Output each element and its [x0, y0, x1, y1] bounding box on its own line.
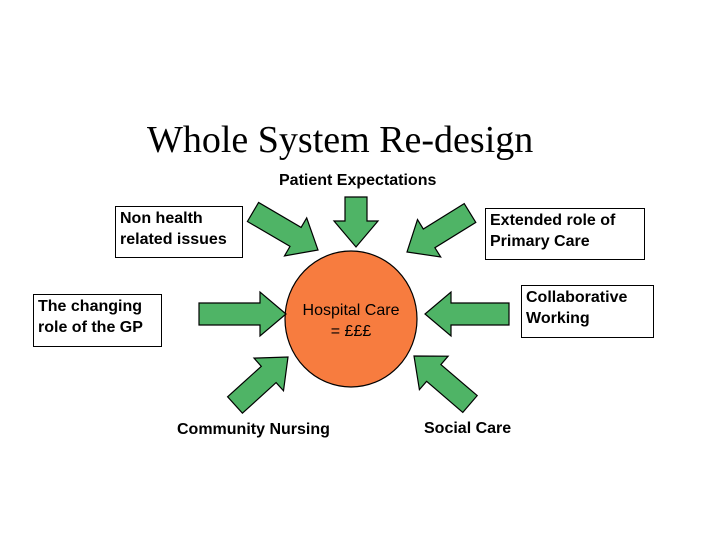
box-extended-role-line-2: Primary Care — [490, 233, 590, 250]
box-non-health-line-1: Non health — [120, 210, 203, 227]
hospital-care-circle — [284, 250, 418, 388]
box-collaborative-working: Collaborative Working — [521, 285, 654, 338]
label-community-nursing: Community Nursing — [177, 421, 330, 438]
box-non-health-issues: Non health related issues — [115, 206, 243, 258]
arrow-social-care — [413, 355, 479, 414]
box-changing-role-line-1: The changing — [38, 298, 142, 315]
box-collaborative-line-2: Working — [526, 310, 590, 327]
box-collaborative-line-1: Collaborative — [526, 289, 628, 306]
arrow-patient-expectations — [332, 196, 380, 248]
box-extended-role-line-1: Extended role of — [490, 212, 616, 229]
page-title: Whole System Re-design — [147, 119, 534, 161]
arrow-community-nursing — [226, 356, 289, 415]
label-patient-expectations: Patient Expectations — [279, 172, 437, 189]
box-changing-role-gp: The changing role of the GP — [33, 294, 162, 347]
hospital-care-text: Hospital Care = £££ — [283, 300, 419, 342]
label-social-care: Social Care — [424, 420, 512, 437]
box-non-health-line-2: related issues — [120, 231, 227, 248]
arrow-changing-role-gp — [198, 290, 287, 338]
arrow-non-health — [246, 201, 319, 257]
arrows-group — [198, 196, 510, 415]
box-extended-role-primary-care: Extended role of Primary Care — [485, 208, 645, 260]
box-changing-role-line-2: role of the GP — [38, 319, 143, 336]
hospital-care-line-1: Hospital Care — [302, 302, 400, 319]
hospital-care-line-2: = £££ — [330, 323, 372, 340]
arrow-extended-role — [406, 202, 477, 258]
arrow-collaborative — [424, 290, 510, 338]
